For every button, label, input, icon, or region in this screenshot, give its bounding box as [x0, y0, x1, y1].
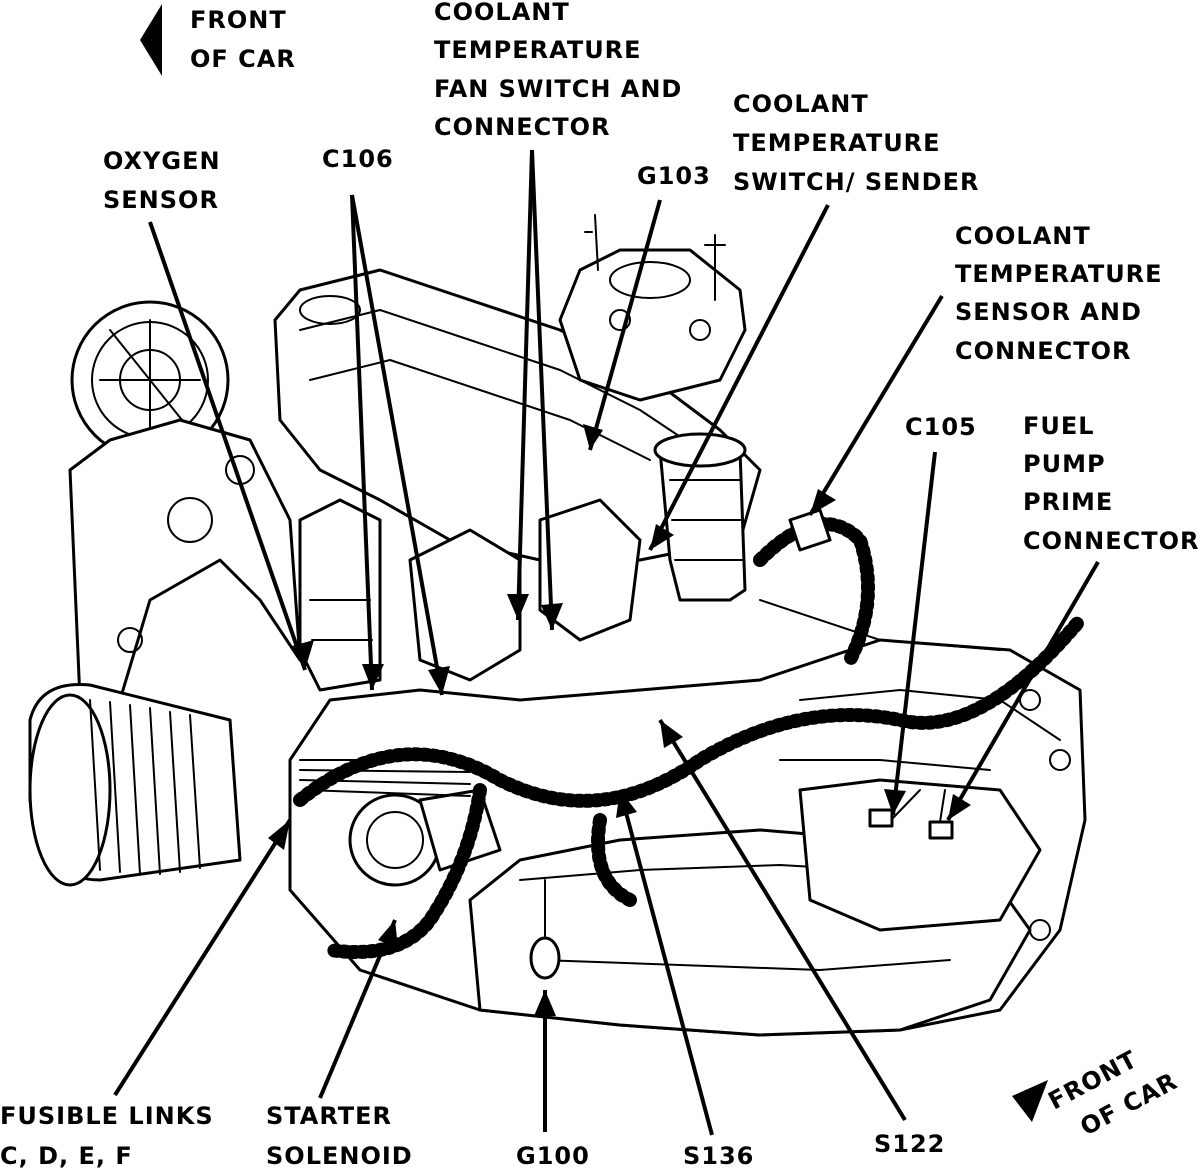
label-s122: S122: [874, 1130, 945, 1158]
leader-fan-switch-a: [516, 149, 534, 621]
leader-c106-b: [350, 194, 444, 696]
label-coolant-temp-fan-switch: COOLANT TEMPERATURE FAN SWITCH AND CONNE…: [434, 0, 692, 141]
label-c105: C105: [905, 413, 977, 441]
label-front-of-car-bottom: FRONT OF CAR: [1044, 1033, 1183, 1148]
leader-temp-sensor: [808, 294, 944, 517]
label-coolant-temp-sensor: COOLANT TEMPERATURE SENSOR AND CONNECTOR: [955, 222, 1172, 365]
front-of-car-arrow-top: [140, 4, 162, 76]
arrowhead-oxygen-sensor: [292, 640, 314, 670]
label-oxygen-sensor: OXYGEN SENSOR: [103, 147, 230, 214]
leader-fuel-pump: [946, 560, 1100, 822]
arrowhead-s122: [660, 720, 683, 748]
label-coolant-temp-switch-sender: COOLANT TEMPERATURE SWITCH/ SENDER: [733, 90, 979, 196]
arrow-heads: [268, 424, 971, 1016]
arrowhead-c106-a: [362, 664, 384, 690]
label-g100: G100: [516, 1142, 590, 1170]
leader-s122: [658, 718, 907, 1122]
front-of-car-arrow-bottom: [1012, 1080, 1048, 1122]
label-front-of-car-top: FRONT OF CAR: [190, 6, 296, 73]
leader-g103: [588, 199, 662, 451]
engine-illustration: [28, 214, 1087, 1037]
arrowhead-switch-sender: [650, 524, 674, 550]
arrowhead-c105: [884, 789, 906, 815]
arrowhead-g100: [534, 990, 556, 1016]
label-starter-solenoid: STARTER SOLENOID: [266, 1102, 413, 1170]
leader-c105: [891, 451, 937, 816]
leader-s136: [618, 789, 714, 1136]
label-fusible-links: FUSIBLE LINKS C, D, E, F: [0, 1102, 223, 1170]
label-s136: S136: [683, 1142, 754, 1170]
arrowhead-fan-switch-a: [507, 594, 529, 620]
label-c106: C106: [322, 145, 394, 173]
arrowhead-starter-solenoid: [378, 920, 398, 948]
arrowhead-s136: [616, 790, 637, 818]
label-g103: G103: [637, 162, 711, 190]
leader-fusible-links: [113, 818, 292, 1097]
leader-fan-switch-b: [530, 149, 554, 631]
arrowhead-temp-sensor: [810, 489, 836, 515]
leader-switch-sender: [648, 204, 830, 551]
leader-starter-solenoid: [318, 919, 397, 1099]
leader-lines: [113, 149, 1100, 1136]
arrowhead-fan-switch-b: [541, 603, 563, 630]
label-fuel-pump-prime-connector: FUEL PUMP PRIME CONNECTOR: [1023, 412, 1199, 555]
arrowhead-c106-b: [428, 666, 450, 695]
arrowhead-g103: [583, 424, 603, 450]
leader-c106-a: [350, 194, 374, 691]
leader-oxygen-sensor: [148, 221, 307, 671]
arrowhead-fuel-pump: [948, 794, 971, 820]
arrowhead-fusible-links: [268, 820, 290, 850]
